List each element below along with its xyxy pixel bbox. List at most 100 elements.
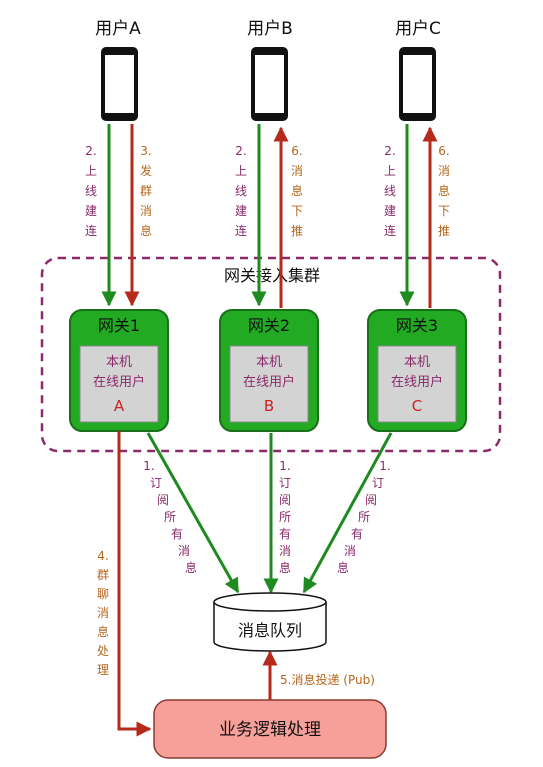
step-label-connect-b-char: 上 — [235, 164, 247, 178]
gateway-3-user: C — [412, 397, 422, 415]
user-a-label: 用户A — [95, 19, 141, 39]
gateway-3-line2: 在线用户 — [391, 374, 443, 390]
step-label-sub-1-char: 阅 — [157, 493, 169, 507]
step-label-sub-3-char: 消 — [344, 544, 356, 558]
step-label-send-group-char: 息 — [140, 223, 152, 238]
subscribe-arrow-1 — [146, 432, 240, 594]
message-queue-label: 消息队列 — [238, 621, 302, 640]
step-label-sub-3-char: 订 — [372, 476, 384, 490]
step-label-connect-a-char: 2. — [85, 144, 96, 158]
step-label-sub-2-char: 有 — [279, 527, 291, 541]
step-label-sub-1-char: 息 — [185, 560, 197, 575]
gateway-1: 网关1 本机 在线用户 A — [69, 309, 169, 432]
step-label-connect-a-char: 上 — [85, 164, 97, 178]
business-logic: 业务逻辑处理 — [153, 699, 387, 759]
deliver-label: 5.消息投递 (Pub) — [280, 672, 375, 687]
step-label-sub-2-char: 订 — [279, 476, 291, 490]
step-label-group-process-char: 消 — [97, 606, 109, 620]
step-label-sub-3-char: 息 — [337, 560, 349, 575]
gateway-2-user: B — [264, 397, 274, 415]
subscribe-arrow-3 — [302, 432, 393, 594]
step-label-connect-b-char: 连 — [235, 223, 247, 238]
step-label-sub-2-char: 阅 — [279, 493, 291, 507]
step-label-connect-a-char: 连 — [85, 223, 97, 238]
step-label-push-b-char: 息 — [291, 183, 303, 198]
gateway-2-line2: 在线用户 — [243, 374, 295, 390]
gateway-1-user: A — [114, 397, 125, 415]
step-label-sub-1-char: 有 — [171, 527, 183, 541]
step-label-connect-b-char: 建 — [235, 204, 247, 218]
step-label-sub-2-char: 1. — [279, 459, 290, 473]
step-label-sub-2-char: 消 — [279, 544, 291, 558]
step-label-sub-1-char: 1. — [143, 459, 154, 473]
step-label-connect-c-char: 连 — [384, 223, 396, 238]
step-label-sub-3-char: 1. — [379, 459, 390, 473]
step-label-connect-a-char: 建 — [85, 204, 97, 218]
step-label-group-process-char: 群 — [97, 568, 109, 582]
step-label-connect-c-char: 线 — [384, 184, 396, 198]
user-b-label: 用户B — [247, 19, 293, 39]
step-label-group-process-char: 理 — [97, 663, 109, 677]
step-label-push-c-char: 推 — [438, 224, 450, 238]
step-label-sub-3-char: 有 — [351, 527, 363, 541]
gateway-2-title: 网关2 — [248, 316, 290, 335]
cluster-label: 网关接入集群 — [224, 266, 320, 285]
phone-a-icon — [101, 47, 138, 121]
step-label-push-b-char: 消 — [291, 164, 303, 178]
step-label-sub-2-char: 所 — [279, 510, 291, 524]
gateway-2: 网关2 本机 在线用户 B — [219, 309, 319, 432]
step-label-group-process-char: 息 — [97, 624, 109, 639]
group-process-arrow — [117, 431, 152, 737]
step-label-push-c-char: 消 — [438, 164, 450, 178]
step-label-push-c-char: 息 — [438, 183, 450, 198]
step-label-connect-c-char: 上 — [384, 164, 396, 178]
gateway-1-line2: 在线用户 — [93, 374, 145, 390]
step-label-group-process-char: 处 — [97, 644, 109, 658]
step-label-connect-a-char: 线 — [85, 184, 97, 198]
gateway-cluster — [40, 256, 502, 453]
step-label-push-b-char: 推 — [291, 224, 303, 238]
step-label-sub-1-char: 订 — [150, 476, 162, 490]
gateway-2-line1: 本机 — [256, 355, 282, 370]
step-label-connect-c-char: 建 — [384, 204, 396, 218]
step-label-sub-1-char: 所 — [164, 510, 176, 524]
step-label-send-group-char: 消 — [140, 204, 152, 218]
step-label-connect-b-char: 线 — [235, 184, 247, 198]
step-label-sub-3-char: 阅 — [365, 493, 377, 507]
step-label-sub-3-char: 所 — [358, 510, 370, 524]
step-label-push-b-char: 6. — [291, 144, 302, 158]
step-label-push-c-char: 6. — [438, 144, 449, 158]
user-c-label: 用户C — [395, 19, 441, 39]
step-label-send-group-char: 3. — [140, 144, 151, 158]
step-label-group-process-char: 4. — [97, 549, 108, 563]
gateway-3: 网关3 本机 在线用户 C — [367, 309, 467, 432]
step-label-sub-1-char: 消 — [178, 544, 190, 558]
gateway-3-title: 网关3 — [396, 316, 438, 335]
step-label-send-group-char: 发 — [140, 163, 152, 178]
phone-b-icon — [251, 47, 288, 121]
gateway-1-title: 网关1 — [98, 316, 140, 335]
step-label-group-process-char: 聊 — [97, 587, 109, 601]
message-queue: 消息队列 — [213, 592, 327, 652]
business-logic-label: 业务逻辑处理 — [219, 720, 321, 740]
step-label-push-b-char: 下 — [291, 204, 303, 218]
step-label-send-group-char: 群 — [140, 184, 152, 198]
step-label-push-c-char: 下 — [438, 204, 450, 218]
gateway-1-line1: 本机 — [106, 355, 132, 370]
phone-c-icon — [399, 47, 436, 121]
gateway-3-line1: 本机 — [404, 355, 430, 370]
step-label-connect-c-char: 2. — [384, 144, 395, 158]
step-label-sub-2-char: 息 — [279, 560, 291, 575]
step-label-connect-b-char: 2. — [235, 144, 246, 158]
